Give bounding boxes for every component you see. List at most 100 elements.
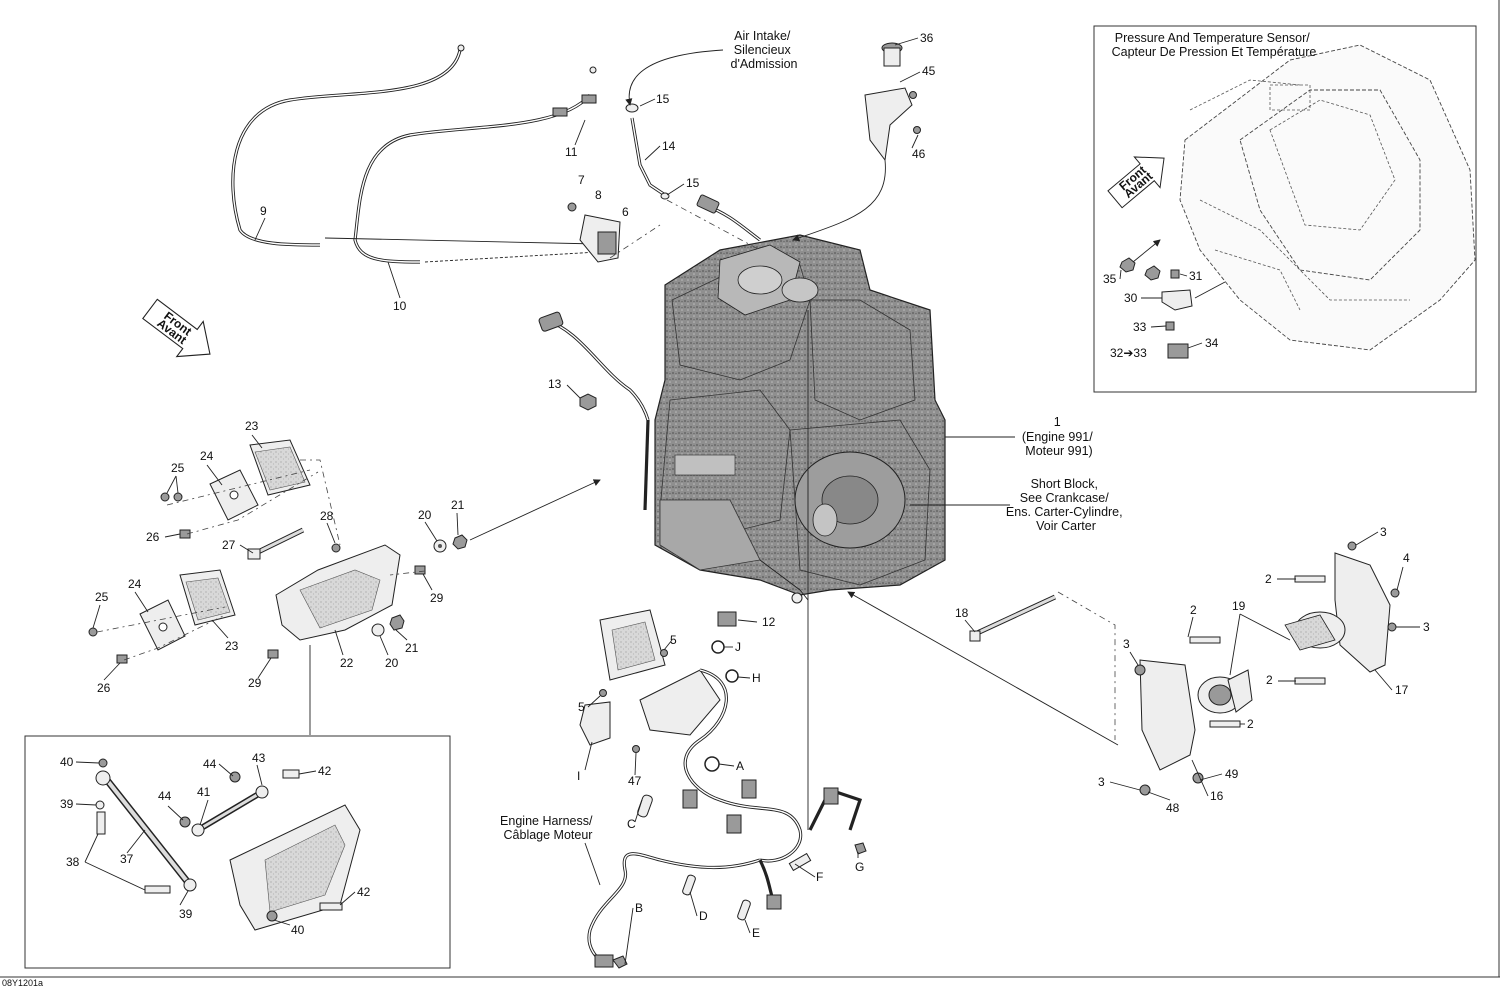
sensor-inset-title: Pressure And Temperature Sensor/ Capteur… [1112, 31, 1317, 59]
callout-43: 43 [252, 751, 266, 765]
inset-sensor-frame [1093, 25, 1477, 393]
callout-3d: 3 [1098, 775, 1105, 789]
callout-17: 17 [1395, 683, 1409, 697]
callout-46: 46 [912, 147, 926, 161]
callout-42b: 42 [357, 885, 371, 899]
callout-24a: 24 [200, 449, 214, 463]
callout-2a: 2 [1265, 572, 1272, 586]
callout-32-33: 32➔33 [1110, 346, 1147, 360]
callout-I: I [577, 769, 580, 783]
engine-harness-group [579, 609, 867, 969]
callout-15b: 15 [686, 176, 700, 190]
callout-12: 12 [762, 615, 776, 629]
callout-24b: 24 [128, 577, 142, 591]
callout-2c: 2 [1266, 673, 1273, 687]
callout-B: B [635, 901, 643, 915]
throttle-cables [231, 44, 597, 264]
callout-25b: 25 [95, 590, 109, 604]
engine-stopper-group [95, 758, 361, 931]
engine-sensor-connector [538, 311, 564, 332]
callout-J: J [735, 640, 741, 654]
callout-5b: 5 [578, 700, 585, 714]
callout-11: 11 [565, 145, 578, 159]
callout-28: 28 [320, 509, 334, 523]
inset-stopper-frame [24, 735, 451, 969]
front-indicator-left: Front Avant [142, 298, 211, 358]
callout-8: 8 [595, 188, 602, 202]
callout-G: G [855, 860, 864, 874]
callout-30: 30 [1124, 291, 1138, 305]
callout-3b: 3 [1423, 620, 1430, 634]
bolt-7 [567, 202, 577, 212]
callout-35: 35 [1103, 272, 1117, 286]
air-intake-caption: Air Intake/ Silencieux d'Admission [731, 29, 798, 71]
callout-21a: 21 [451, 498, 465, 512]
air-intake-arrow [625, 49, 724, 106]
callout-37: 37 [120, 852, 134, 866]
airbox-drawing [1179, 44, 1476, 351]
callout-2d: 2 [1247, 717, 1254, 731]
callout-9: 9 [260, 204, 267, 218]
engine-mount-right [969, 541, 1400, 796]
callout-47: 47 [628, 774, 642, 788]
callout-26a: 26 [146, 530, 160, 544]
callout-A: A [736, 759, 744, 773]
callout-22: 22 [340, 656, 354, 670]
callout-23b: 23 [225, 639, 239, 653]
callout-leaders [75, 37, 1420, 965]
callout-39b: 39 [179, 907, 193, 921]
callout-4: 4 [1403, 551, 1410, 565]
callout-15a: 15 [656, 92, 670, 106]
callout-33: 33 [1133, 320, 1147, 334]
callout-2b: 2 [1190, 603, 1197, 617]
callout-44a: 44 [203, 757, 217, 771]
callout-18: 18 [955, 606, 969, 620]
callout-E: E [752, 926, 760, 940]
callout-31: 31 [1189, 269, 1203, 283]
callout-25a: 25 [171, 461, 185, 475]
callout-6: 6 [622, 205, 629, 219]
callout-10: 10 [393, 299, 407, 313]
callout-40b: 40 [291, 923, 305, 937]
engine-harness-drop [643, 419, 650, 511]
sensor-arrow [792, 159, 886, 242]
callout-labels: 36 45 46 15 14 15 11 7 8 6 9 10 13 23 24… [60, 31, 1430, 940]
callout-36: 36 [920, 31, 934, 45]
callout-29b: 29 [248, 676, 262, 690]
callout-F: F [816, 870, 823, 884]
callout-27: 27 [222, 538, 236, 552]
engine-mount-left [88, 439, 468, 664]
callout-19: 19 [1232, 599, 1246, 613]
callout-20a: 20 [418, 508, 432, 522]
callout-45: 45 [922, 64, 936, 78]
callout-13: 13 [548, 377, 562, 391]
image-reference-code: 08Y1201a [2, 978, 44, 988]
engine-caption: 1 (Engine 991/ Moteur 991) [1022, 415, 1096, 458]
callout-20b: 20 [385, 656, 399, 670]
callout-48: 48 [1166, 801, 1180, 815]
sensor-parts-inset [1119, 257, 1193, 359]
cable-to-bracket-arrow [324, 237, 599, 248]
sensor-bracket-group [864, 42, 921, 162]
callout-21b: 21 [405, 641, 419, 655]
front-indicator-inset: Front Avant [1107, 156, 1165, 209]
callout-42a: 42 [318, 764, 332, 778]
callout-C: C [627, 817, 636, 831]
callout-16: 16 [1210, 789, 1224, 803]
callout-3c: 3 [1123, 637, 1130, 651]
engine-assembly [654, 234, 946, 604]
callout-14: 14 [662, 139, 676, 153]
callout-3a: 3 [1380, 525, 1387, 539]
callout-44b: 44 [158, 789, 172, 803]
callout-5a: 5 [670, 633, 677, 647]
harness-caption: Engine Harness/ Câblage Moteur [500, 814, 596, 842]
callout-7: 7 [578, 173, 585, 187]
callout-49: 49 [1225, 767, 1239, 781]
callout-H: H [752, 671, 761, 685]
callout-39a: 39 [60, 797, 74, 811]
short-block-caption: Short Block, See Crankcase/ Ens. Carter-… [1006, 477, 1126, 533]
callout-29a: 29 [430, 591, 444, 605]
hose-clamp-15 [625, 103, 639, 113]
callout-D: D [699, 909, 708, 923]
